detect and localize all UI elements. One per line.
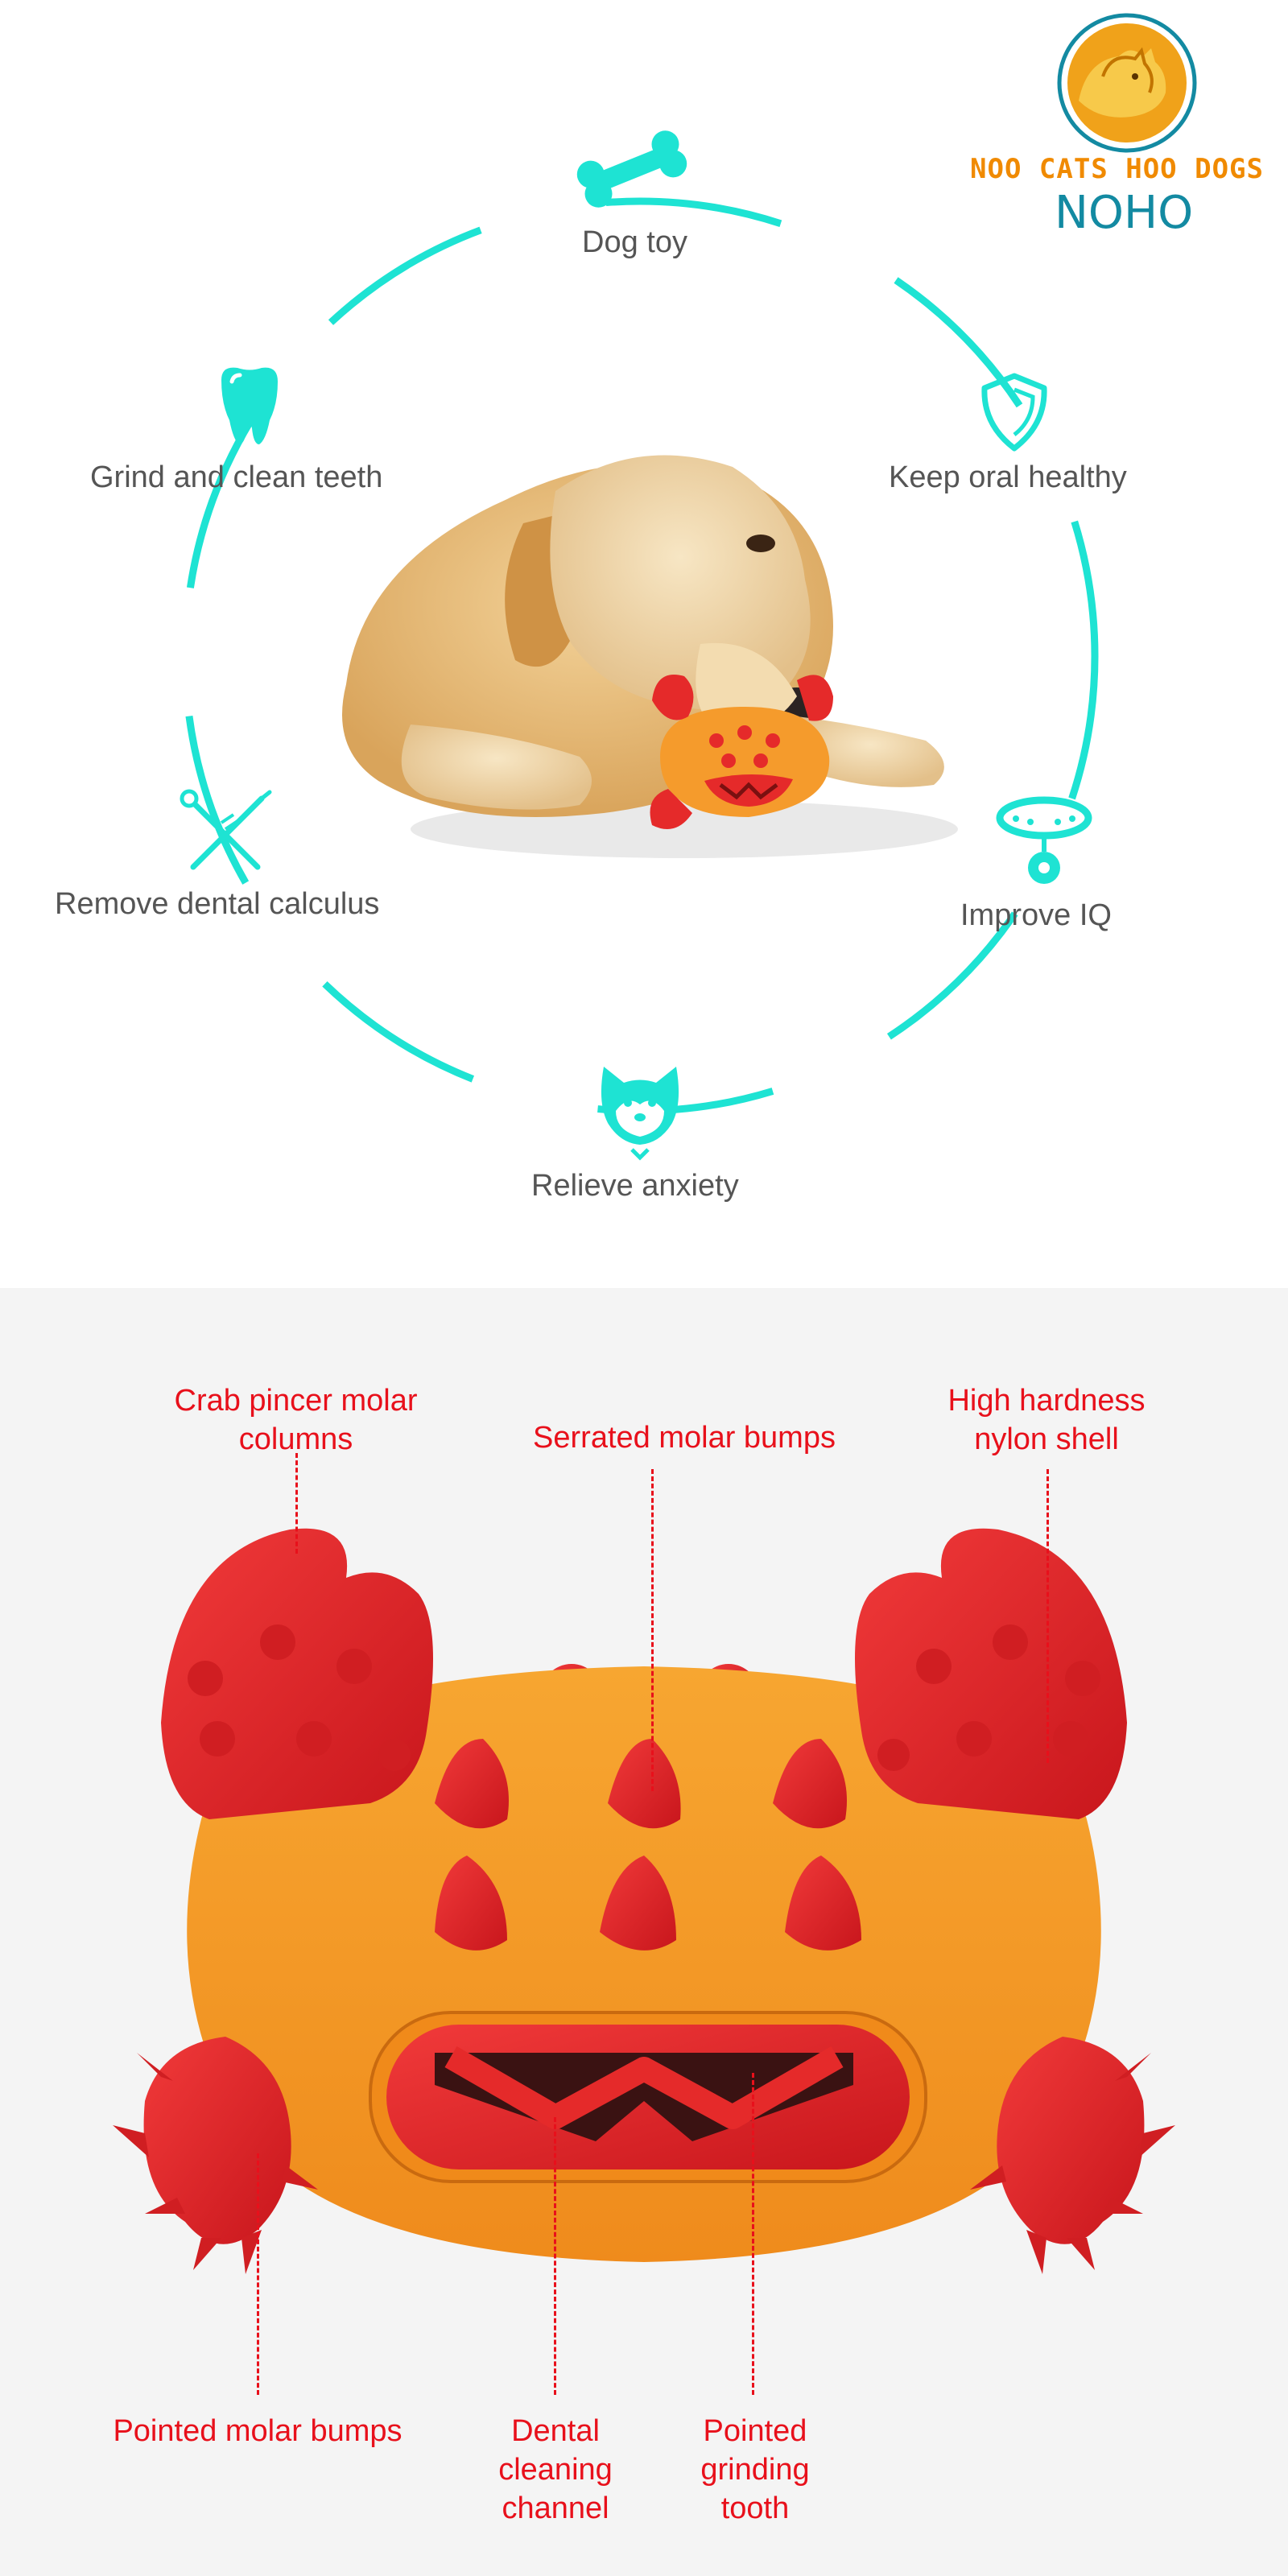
brand-logo-icon [1057,13,1197,153]
dog-with-toy-image [342,455,958,858]
callout-grinding-tooth-label: Pointed grinding tooth [700,2414,810,2525]
features-section: NOO CATS HOO DOGS NOHO Dog toy Grind and… [55,13,1264,1203]
callout-serrated-label: Serrated molar bumps [533,1421,836,1455]
shield-icon [981,373,1047,452]
feature-improve-iq-label: Improve IQ [960,898,1112,932]
brand-name: NOHO [1055,187,1194,239]
callout-line-pointed-molar [257,2153,259,2395]
brand-tagline: NOO CATS HOO DOGS [970,153,1264,185]
callout-nylon-shell-label: High hardness nylon shell [947,1384,1146,1456]
toy-details-section: Crab pincer molar columns Serrated molar… [0,1288,1288,2576]
feature-grind-teeth-label: Grind and clean teeth [90,460,383,494]
callout-line-crab-pincer [295,1453,298,1554]
callout-pointed-molar-label: Pointed molar bumps [113,2414,402,2448]
callout-line-dental-channel [554,2117,556,2395]
feature-dog-toy-label: Dog toy [582,225,687,259]
callout-line-serrated [651,1469,654,1791]
dental-tools-icon [180,789,272,870]
callout-line-grinding-tooth [752,2073,754,2395]
callout-line-nylon-shell [1046,1469,1049,1763]
tooth-icon [221,367,278,444]
feature-dental-calculus-label: Remove dental calculus [55,887,380,921]
feature-relieve-anxiety-label: Relieve anxiety [531,1169,739,1203]
callout-dental-channel-label: Dental cleaning channel [498,2414,613,2525]
feature-oral-healthy-label: Keep oral healthy [889,460,1127,494]
crab-toy-image [113,1528,1175,2274]
callout-crab-pincer-label: Crab pincer molar columns [174,1384,418,1456]
shiba-face-icon [601,1067,679,1161]
bone-icon [576,130,687,208]
collar-icon [996,796,1092,884]
